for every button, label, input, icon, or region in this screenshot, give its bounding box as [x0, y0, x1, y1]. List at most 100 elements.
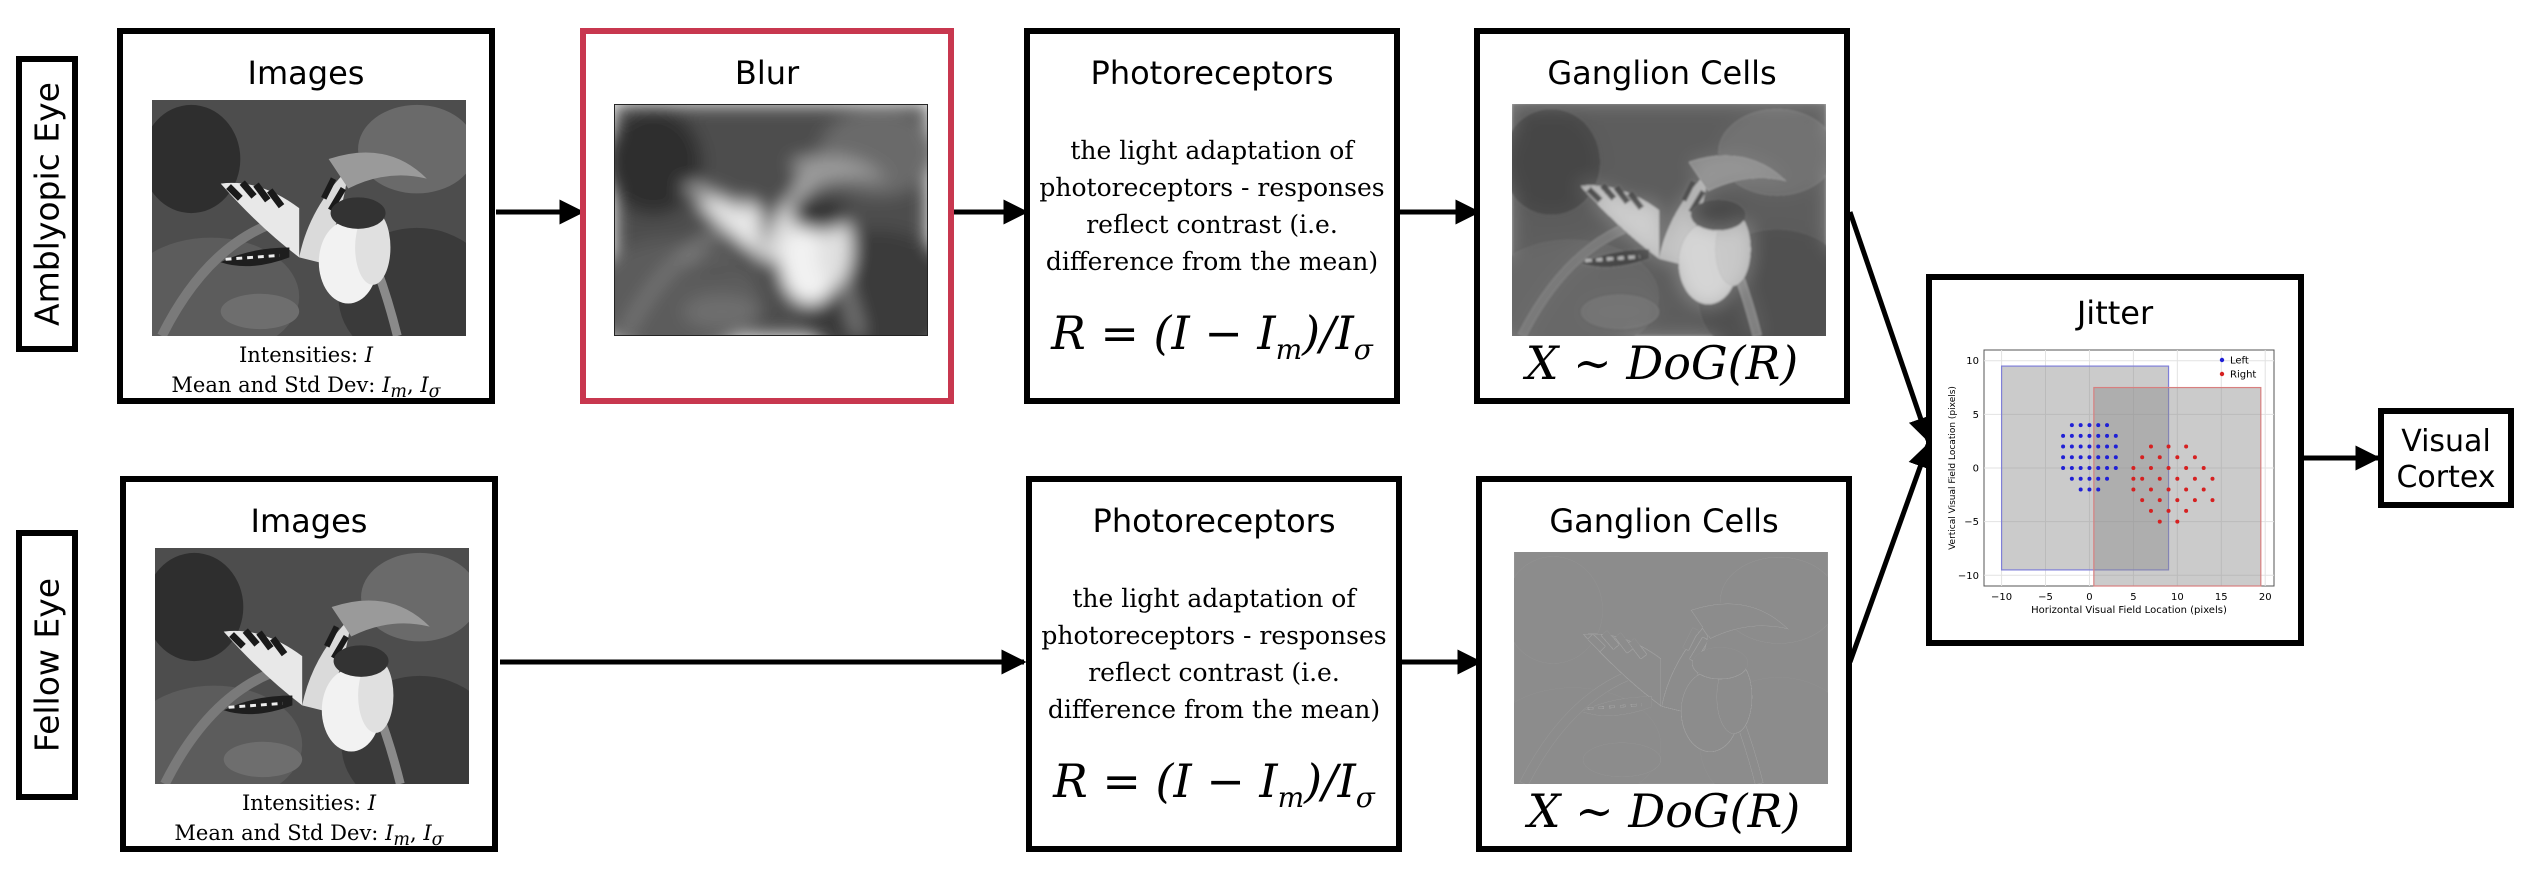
scatter-point-right [2192, 476, 2197, 481]
scatter-point-left [2105, 433, 2110, 438]
y-axis-label: Vertical Visual Field Location (pixels) [1948, 386, 1958, 550]
images-box-amblyopic: Images Intensities: I Mean and Std Dev: … [117, 28, 495, 404]
contrast-equation-fellow: R = (I − Im)/Iσ [1053, 754, 1375, 815]
arrow-ganglion-to-jitter-bottom [1847, 442, 1933, 663]
scatter-point-right [2148, 444, 2153, 449]
scatter-point-left [2096, 423, 2101, 428]
dog-equation: X ∼ DoG(R) [1525, 336, 1799, 390]
images-title-fellow: Images [250, 502, 368, 540]
scatter-point-right [2175, 498, 2180, 503]
y-tick-label: −10 [1958, 571, 1979, 582]
legend-marker-left [2219, 357, 2225, 363]
scatter-point-right [2201, 487, 2206, 492]
scatter-point-right [2175, 519, 2180, 524]
photoreceptors-title-fellow: Photoreceptors [1092, 502, 1336, 540]
scatter-point-left [2087, 487, 2092, 492]
blurred-image [614, 104, 928, 336]
jitter-region-left [2000, 365, 2170, 571]
legend-label-left: Left [2230, 356, 2249, 367]
scatter-point-left [2087, 476, 2092, 481]
scatter-point-right [2192, 498, 2197, 503]
scatter-point-left [2096, 433, 2101, 438]
scatter-point-left [2069, 466, 2074, 470]
scatter-point-right [2140, 476, 2145, 481]
scatter-point-right [2166, 508, 2171, 513]
scatter-point-right [2166, 487, 2171, 492]
scatter-point-right [2140, 455, 2145, 460]
scatter-point-right [2131, 476, 2136, 481]
ganglion-box-amblyopic: Ganglion Cells X ∼ DoG(R) [1474, 28, 1850, 404]
y-tick-label: 5 [1973, 410, 1979, 421]
scatter-point-left [2069, 444, 2074, 449]
scatter-point-right [2201, 466, 2206, 470]
ganglion-title-fellow: Ganglion Cells [1549, 502, 1779, 540]
scatter-point-left [2069, 433, 2074, 438]
y-tick-label: 0 [1973, 464, 1979, 475]
photoreceptors-title: Photoreceptors [1090, 54, 1334, 92]
scatter-point-left [2087, 455, 2092, 460]
legend-label-right: Right [2230, 370, 2256, 381]
x-tick-label: 10 [2171, 592, 2184, 603]
scatter-point-left [2113, 444, 2118, 449]
scatter-point-right [2140, 498, 2145, 503]
scatter-point-right [2184, 444, 2189, 449]
scatter-point-right [2148, 466, 2153, 470]
scatter-point-left [2069, 476, 2074, 481]
scatter-point-right [2131, 466, 2136, 470]
scatter-point-right [2184, 466, 2189, 470]
intensities-caption: Intensities: I [238, 343, 374, 367]
scatter-point-left [2069, 455, 2074, 460]
scatter-point-right [2175, 455, 2180, 460]
scatter-point-left [2061, 455, 2066, 460]
y-tick-label: 10 [1966, 356, 1979, 367]
cortex-line-1: Visual [2401, 424, 2491, 459]
scatter-point-left [2078, 487, 2083, 492]
scatter-point-right [2175, 476, 2180, 481]
scatter-point-right [2192, 455, 2197, 460]
scatter-point-right [2184, 508, 2189, 513]
ganglion-title: Ganglion Cells [1547, 54, 1777, 92]
intensities-caption-fellow: Intensities: I [241, 791, 377, 815]
jitter-title: Jitter [2076, 294, 2154, 332]
cortex-line-2: Cortex [2396, 460, 2496, 495]
x-tick-label: 0 [2086, 592, 2092, 603]
scatter-point-left [2061, 444, 2066, 449]
y-tick-label: −5 [1964, 517, 1979, 528]
photoreceptors-description: the light adaptation of photoreceptors -… [1039, 136, 1385, 276]
scatter-point-left [2105, 423, 2110, 428]
blur-box: Blur [580, 28, 954, 404]
scatter-point-left [2113, 466, 2118, 470]
scatter-point-left [2096, 444, 2101, 449]
scatter-point-left [2078, 433, 2083, 438]
scatter-point-left [2105, 476, 2110, 481]
x-tick-label: 20 [2259, 592, 2272, 603]
scatter-point-left [2096, 466, 2101, 470]
scatter-point-left [2087, 433, 2092, 438]
scatter-point-left [2078, 455, 2083, 460]
scatter-point-left [2061, 433, 2066, 438]
jitter-region-right [2093, 386, 2262, 587]
scatter-point-right [2210, 476, 2215, 481]
x-tick-label: 5 [2130, 592, 2136, 603]
amblyopic-eye-label: Amblyopic Eye [16, 56, 78, 352]
scatter-point-left [2096, 487, 2101, 492]
dog-equation-fellow: X ∼ DoG(R) [1527, 784, 1801, 838]
x-tick-label: −10 [1991, 592, 2012, 603]
arrow-ganglion-to-jitter-top [1847, 211, 1933, 443]
scatter-point-right [2166, 466, 2171, 470]
images-title: Images [247, 54, 365, 92]
scatter-point-right [2157, 455, 2162, 460]
scatter-point-left [2096, 455, 2101, 460]
scatter-point-left [2078, 476, 2083, 481]
x-axis-label: Horizontal Visual Field Location (pixels… [2031, 605, 2227, 616]
photoreceptors-description-fellow: the light adaptation of photoreceptors -… [1041, 584, 1387, 724]
mean-std-caption-fellow: Mean and Std Dev: Im, Iσ [174, 821, 444, 851]
scatter-point-right [2148, 487, 2153, 492]
edge-filtered-image [1514, 552, 1828, 784]
legend-marker-right [2219, 371, 2225, 377]
scatter-point-left [2078, 444, 2083, 449]
scatter-point-left [2105, 444, 2110, 449]
scatter-point-left [2061, 466, 2066, 470]
